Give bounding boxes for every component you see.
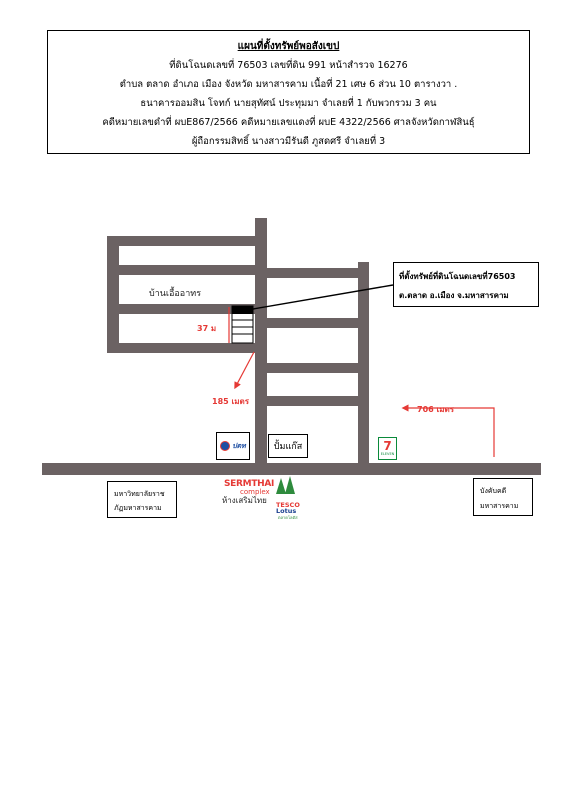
tree-icon bbox=[276, 476, 295, 494]
callout-deed: ที่ตั้งทรัพย์ที่ดินโฉนดเลขที่76503 bbox=[399, 272, 516, 281]
university-box: มหาวิทยาลัยราช ภัฏมหาสารคาม bbox=[107, 481, 177, 518]
distance-37m: 37 ม bbox=[197, 324, 217, 333]
case-line: คดีหมายเลขดำที่ ผบE867/2566 คดีหมายเลขแด… bbox=[102, 117, 475, 128]
distance-185m: 185 เมตร bbox=[212, 397, 249, 406]
sermthai-sub: complex bbox=[240, 488, 270, 496]
sermthai-thai: ห้างเสริมไทย bbox=[222, 496, 267, 505]
road-left-2 bbox=[107, 265, 260, 275]
tesco-line1: TESCO bbox=[276, 501, 300, 509]
callout-address: ต.ตลาด อ.เมือง จ.มหาสารคาม bbox=[399, 291, 509, 300]
road-left-3 bbox=[107, 304, 260, 314]
property-plot bbox=[228, 305, 254, 344]
enforcement-office-box: บังคับคดี มหาสารคาม bbox=[473, 478, 533, 516]
university-line2: ภัฏมหาสารคาม bbox=[114, 504, 162, 512]
callout-leader bbox=[252, 284, 394, 310]
road-left-vertical bbox=[107, 236, 119, 353]
main-road bbox=[42, 463, 541, 475]
road-right-2 bbox=[265, 318, 369, 328]
road-right-4 bbox=[265, 396, 369, 406]
parties-line: ธนาคารออมสิน โจทก์ นายสุทัศน์ ประทุมมา จ… bbox=[140, 98, 437, 109]
property-callout: ที่ตั้งทรัพย์ที่ดินโฉนดเลขที่76503 ต.ตลา… bbox=[393, 262, 539, 307]
road-left-top bbox=[107, 236, 260, 246]
sermthai-brand: SERMTHAI bbox=[224, 479, 275, 489]
seven-sub: ELEVEN bbox=[380, 452, 395, 456]
arrow-706 bbox=[401, 404, 495, 457]
road-right-3 bbox=[265, 363, 369, 373]
tesco-line3: ตลาดโลตัส bbox=[278, 515, 298, 520]
central-soi bbox=[255, 218, 267, 468]
tesco-line2: Lotus bbox=[276, 507, 297, 515]
seven-eleven-icon: 7 ELEVEN bbox=[378, 437, 397, 460]
gas-pump-label: ปั้มแก๊ส bbox=[268, 434, 308, 458]
ptt-label: ปตท bbox=[232, 441, 246, 450]
seven-number: 7 bbox=[383, 439, 392, 453]
road-left-4 bbox=[107, 343, 260, 353]
owner-line: ผู้ถือกรรมสิทธิ์ นางสาวมีรันดี ภูสดศรี จ… bbox=[191, 136, 386, 147]
map-title: แผนที่ตั้งทรัพย์พอสังเขป bbox=[237, 41, 340, 52]
arrow-185 bbox=[234, 351, 255, 390]
road-right-1 bbox=[265, 268, 369, 278]
enforcement-line1: บังคับคดี bbox=[480, 487, 507, 495]
distance-706m: 706 เมตร bbox=[417, 405, 454, 414]
deed-line: ที่ดินโฉนดเลขที่ 76503 เลขที่ดิน 991 หน้… bbox=[169, 60, 408, 71]
area-label: บ้านเอื้ออาทร bbox=[147, 286, 204, 300]
ptt-logo-icon bbox=[220, 441, 231, 451]
location-line: ตำบล ตลาด อำเภอ เมือง จังหวัด มหาสารคาม … bbox=[119, 79, 458, 90]
university-line1: มหาวิทยาลัยราช bbox=[114, 490, 165, 498]
header-box: แผนที่ตั้งทรัพย์พอสังเขป ที่ดินโฉนดเลขที… bbox=[47, 30, 530, 154]
enforcement-line2: มหาสารคาม bbox=[480, 502, 519, 510]
ptt-station: ปตท bbox=[216, 432, 250, 460]
